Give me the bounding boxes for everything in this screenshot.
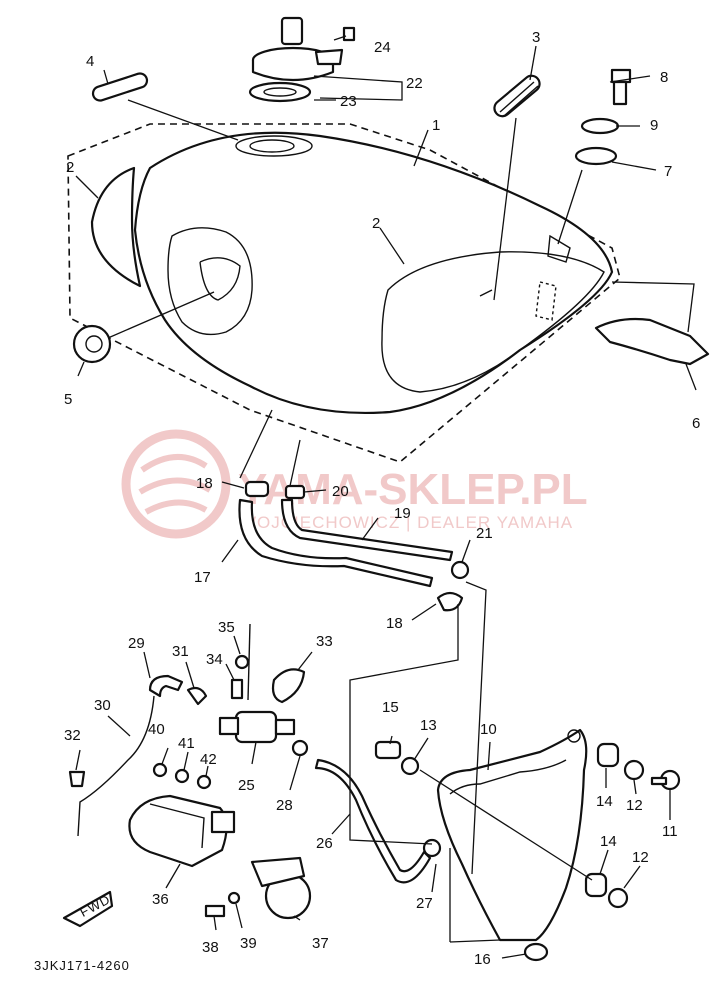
bracket-33	[271, 668, 306, 704]
label-22: 22	[406, 75, 423, 92]
washer-12b	[607, 887, 629, 909]
label-2a: 2	[66, 159, 74, 176]
diagram-code: 3JKJ171-4260	[34, 958, 130, 973]
fwd-arrow: FWD	[62, 890, 114, 928]
washer-41	[174, 768, 190, 784]
label-29: 29	[128, 635, 145, 652]
watermark-logo-swoosh	[138, 453, 212, 515]
label-42: 42	[200, 751, 217, 768]
label-40: 40	[148, 721, 165, 738]
washer-12a	[623, 759, 645, 781]
label-12a: 12	[626, 797, 643, 814]
hose-19	[280, 498, 454, 562]
label-38: 38	[202, 939, 219, 956]
bolt-34	[230, 678, 244, 700]
label-24: 24	[374, 39, 391, 56]
label-13: 13	[420, 717, 437, 734]
label-6: 6	[692, 415, 700, 432]
label-26: 26	[316, 835, 333, 852]
clip-32	[68, 770, 86, 788]
tank-group-outline	[67, 123, 621, 463]
label-16: 16	[474, 951, 491, 968]
hose-17	[238, 498, 434, 588]
washer-42	[196, 774, 212, 790]
bracket-6	[594, 317, 710, 366]
washer-39	[227, 891, 241, 905]
watermark-subtitle: WOJCIECHOWICZ | DEALER YAMAHA	[240, 513, 573, 532]
label-33: 33	[316, 633, 333, 650]
damper-7	[574, 146, 618, 166]
clamp-27	[422, 838, 442, 858]
hose-26	[314, 758, 432, 884]
clamp-18a	[244, 480, 270, 498]
label-15: 15	[382, 699, 399, 716]
spacer-15	[374, 740, 402, 760]
label-34: 34	[206, 651, 223, 668]
label-4: 4	[86, 53, 94, 70]
bolt-8	[610, 68, 632, 106]
grommet-14b	[584, 872, 608, 898]
label-2b: 2	[372, 215, 380, 232]
label-28: 28	[276, 797, 293, 814]
bolt-38	[204, 904, 226, 918]
label-1: 1	[432, 117, 440, 134]
grommet-14a	[596, 742, 620, 768]
side-cover-10	[436, 728, 588, 942]
hose-30	[77, 695, 155, 837]
watermark-logo	[121, 429, 231, 539]
tank-cap	[251, 16, 356, 82]
label-27: 27	[416, 895, 433, 912]
grommet-16	[523, 942, 549, 962]
label-37: 37	[312, 935, 329, 952]
clamp-18b	[436, 591, 464, 612]
label-31: 31	[172, 643, 189, 660]
label-36: 36	[152, 891, 169, 908]
label-39: 39	[240, 935, 257, 952]
label-25: 25	[238, 777, 255, 794]
plug-20	[284, 484, 306, 500]
bolt-40	[152, 762, 168, 778]
label-11: 11	[662, 823, 678, 840]
label-21: 21	[476, 525, 493, 542]
clamp-28	[291, 739, 309, 757]
label-35: 35	[218, 619, 235, 636]
label-30: 30	[94, 697, 111, 714]
fuel-filter-25	[218, 710, 296, 744]
label-14a: 14	[596, 793, 613, 810]
label-19: 19	[394, 505, 411, 522]
label-5: 5	[64, 391, 72, 408]
label-32: 32	[64, 727, 81, 744]
label-41: 41	[178, 735, 195, 752]
grommet-13	[400, 756, 420, 776]
label-12b: 12	[632, 849, 649, 866]
fuel-tank	[90, 131, 614, 415]
emblem-4	[91, 72, 149, 102]
watermark: YAMA-SKLEP.PL WOJCIECHOWICZ | DEALER YAM…	[121, 429, 588, 539]
cap-gasket	[248, 81, 312, 103]
label-8: 8	[660, 69, 668, 86]
clamp-21	[450, 560, 470, 580]
clamp-31	[186, 686, 208, 706]
leader-lines	[75, 35, 697, 959]
fuel-pump-36	[128, 794, 236, 868]
label-10: 10	[480, 721, 497, 738]
label-20: 20	[332, 483, 349, 500]
screw-11	[650, 769, 681, 791]
relay-37	[250, 856, 312, 920]
hose-29	[148, 674, 184, 698]
label-7: 7	[664, 163, 672, 180]
label-18b: 18	[386, 615, 403, 632]
label-17: 17	[194, 569, 211, 586]
label-3: 3	[532, 29, 540, 46]
label-9: 9	[650, 117, 658, 134]
part-labels: 1 2 2 3 4 5 6 7 8 9 10 11 12 12 13 14 14…	[64, 29, 700, 968]
washer-9	[580, 117, 620, 135]
grommet-5	[72, 324, 112, 364]
label-14b: 14	[600, 833, 617, 850]
label-23: 23	[340, 93, 357, 110]
emblem-3	[493, 74, 541, 118]
nut-35	[234, 654, 250, 670]
label-18a: 18	[196, 475, 213, 492]
